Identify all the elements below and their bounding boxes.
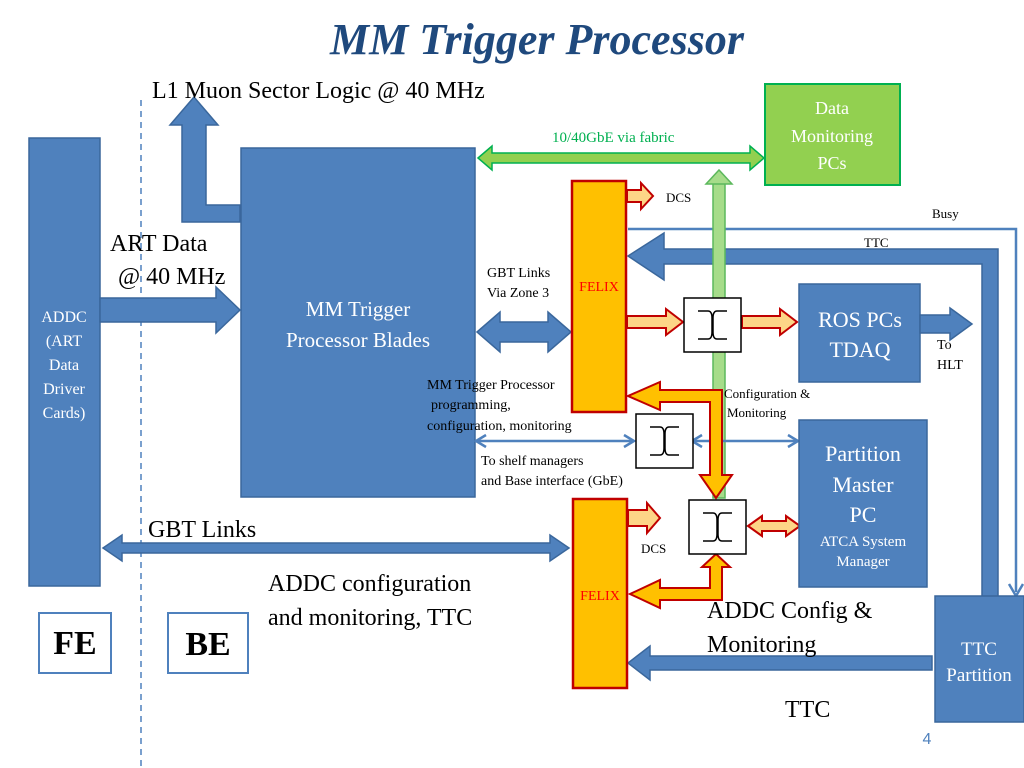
- addc-config-arrow: [627, 552, 733, 610]
- page-title: MM Trigger Processor: [329, 15, 745, 64]
- data-monitoring-box: [764, 83, 901, 186]
- ros-box: [798, 283, 921, 383]
- switch-icon: [688, 499, 747, 555]
- felix-bottom-label: FELIX: [580, 589, 620, 604]
- ttc-top-arrow: [626, 231, 999, 599]
- be-label: BE: [185, 626, 230, 663]
- mmtp-prog-label-2: programming,: [431, 398, 511, 413]
- mmtp-blades-text-1: MM Trigger: [306, 297, 410, 321]
- dcs-bottom-arrow: [627, 500, 662, 536]
- shelf-label-2: and Base interface (GbE): [481, 474, 623, 489]
- art-data-label-2: @ 40 MHz: [118, 264, 225, 290]
- to-hlt-arrow: [919, 306, 974, 342]
- gbt-zone-label-1: GBT Links: [487, 266, 550, 281]
- gbe-fabric-label: 10/40GbE via fabric: [552, 130, 675, 146]
- addc-cfg-label-1: ADDC configuration: [268, 571, 471, 597]
- addc-text-4: Driver: [43, 381, 85, 398]
- addc-cfg-label-2: and monitoring, TTC: [268, 605, 472, 631]
- dcs-top-label: DCS: [666, 190, 691, 205]
- be-box: [167, 612, 249, 674]
- art-data-arrow: [99, 285, 242, 335]
- ros-text-2: TDAQ: [829, 337, 890, 362]
- fe-box: [38, 612, 112, 674]
- mmtp-prog-label-1: MM Trigger Processor: [427, 378, 555, 393]
- config-mon-label-2: Monitoring: [727, 405, 787, 420]
- to-hlt-label-2: HLT: [937, 358, 963, 373]
- config-monitoring-arrow: [625, 380, 734, 500]
- partition-master-box: [798, 419, 928, 588]
- data-monitoring-text-1: Data: [815, 98, 849, 118]
- data-monitoring-text-2: Monitoring: [791, 126, 873, 146]
- switch-to-ros-arrow: [741, 306, 799, 338]
- partition-master-text-1: Partition: [825, 441, 901, 466]
- to-hlt-label-1: To: [937, 338, 952, 353]
- config-mon-label-1: Configuration &: [724, 386, 810, 401]
- addc-cfg-mon-label-1: ADDC Config &: [707, 598, 873, 624]
- switch-icon: [635, 413, 694, 469]
- partition-master-sub-2: Manager: [836, 554, 889, 570]
- fe-label: FE: [53, 625, 96, 662]
- addc-text-5: Cards): [43, 405, 86, 422]
- ttc-bottom-label: TTC: [785, 697, 830, 723]
- ros-text-1: ROS PCs: [818, 307, 902, 332]
- addc-text-2: (ART: [46, 333, 83, 350]
- gbt-zone3-arrow: [475, 310, 573, 354]
- l1-muon-arrow: [168, 95, 241, 223]
- gbt-zone-label-2: Via Zone 3: [487, 286, 549, 301]
- ttc-partition-text-1: TTC: [961, 639, 997, 660]
- felix-top-box: [570, 179, 628, 414]
- fabric-arrowhead: [704, 168, 734, 185]
- partition-master-text-2: Master: [832, 472, 894, 497]
- partition-master-text-3: PC: [850, 502, 877, 527]
- mmtp-prog-label-3: configuration, monitoring: [427, 419, 572, 434]
- felix-to-switch-arrow: [626, 306, 685, 338]
- addc-cfg-mon-label-2: Monitoring: [707, 632, 816, 658]
- busy-label: Busy: [932, 206, 959, 221]
- ttc-partition-text-2: Partition: [946, 665, 1012, 686]
- mmtp-blades-text-2: Processor Blades: [286, 328, 430, 352]
- busy-line: [628, 227, 1018, 592]
- ttc-top-label: TTC: [864, 235, 889, 250]
- gbt-links-arrow: [101, 533, 571, 563]
- felix-top-label: FELIX: [579, 280, 619, 295]
- addc-text-3: Data: [49, 357, 79, 374]
- gbe-fabric-arrow[interactable]: [476, 144, 766, 172]
- data-monitoring-text-3: PCs: [817, 153, 846, 173]
- mmtp-blades-box: [240, 147, 476, 498]
- addc-box: [28, 137, 101, 587]
- switch-partition-arrow: [746, 514, 802, 538]
- art-data-label-1: ART Data: [110, 231, 208, 257]
- page-number: 4: [923, 731, 932, 748]
- ttc-bottom-arrow: [626, 644, 933, 682]
- ttc-partition-box: [934, 595, 1024, 723]
- gbt-links-label: GBT Links: [148, 517, 256, 543]
- shelf-label-1: To shelf managers: [481, 454, 583, 469]
- l1-muon-label: L1 Muon Sector Logic @ 40 MHz: [152, 78, 485, 104]
- addc-text-1: ADDC: [41, 309, 86, 326]
- dcs-bottom-label: DCS: [641, 541, 666, 556]
- partition-master-sub-1: ATCA System: [820, 534, 907, 550]
- felix-bottom-box: [571, 497, 629, 690]
- dcs-top-arrow: [626, 180, 655, 212]
- switch-icon: [683, 297, 742, 353]
